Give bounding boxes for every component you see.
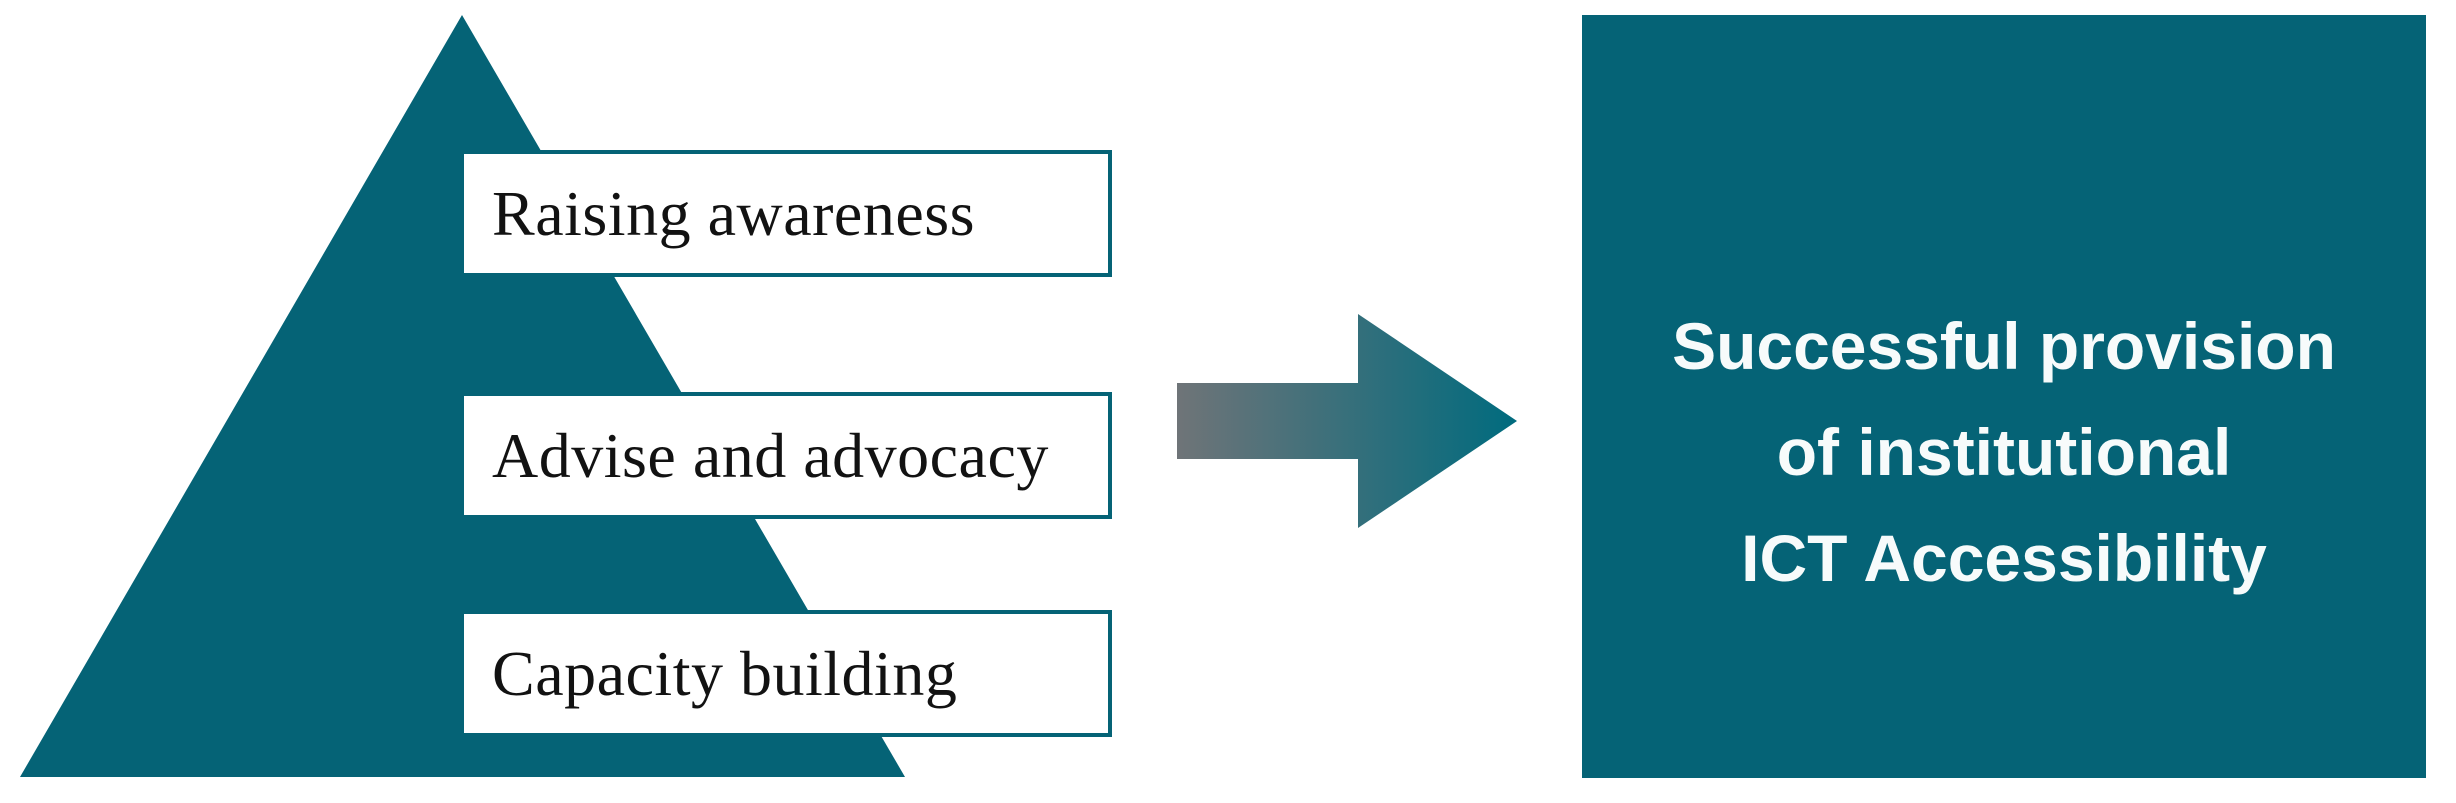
outcome-box: Successful provision of institutional IC… (1582, 15, 2426, 778)
pyramid-level-label: Raising awareness (492, 177, 976, 249)
outcome-line-1: Successful provision (1672, 308, 2336, 383)
outcome-line-3: ICT Accessibility (1741, 520, 2267, 595)
outcome-line-2: of institutional (1776, 414, 2232, 489)
pyramid-level-label: Advise and advocacy (492, 419, 1049, 491)
pyramid-level-advise-and-advocacy: Advise and advocacy (460, 392, 1112, 519)
pyramid-level-label: Capacity building (492, 637, 958, 709)
pyramid-level-capacity-building: Capacity building (460, 610, 1112, 737)
outcome-text: Successful provision of institutional IC… (1672, 293, 2336, 611)
pyramid-level-raising-awareness: Raising awareness (460, 150, 1112, 277)
